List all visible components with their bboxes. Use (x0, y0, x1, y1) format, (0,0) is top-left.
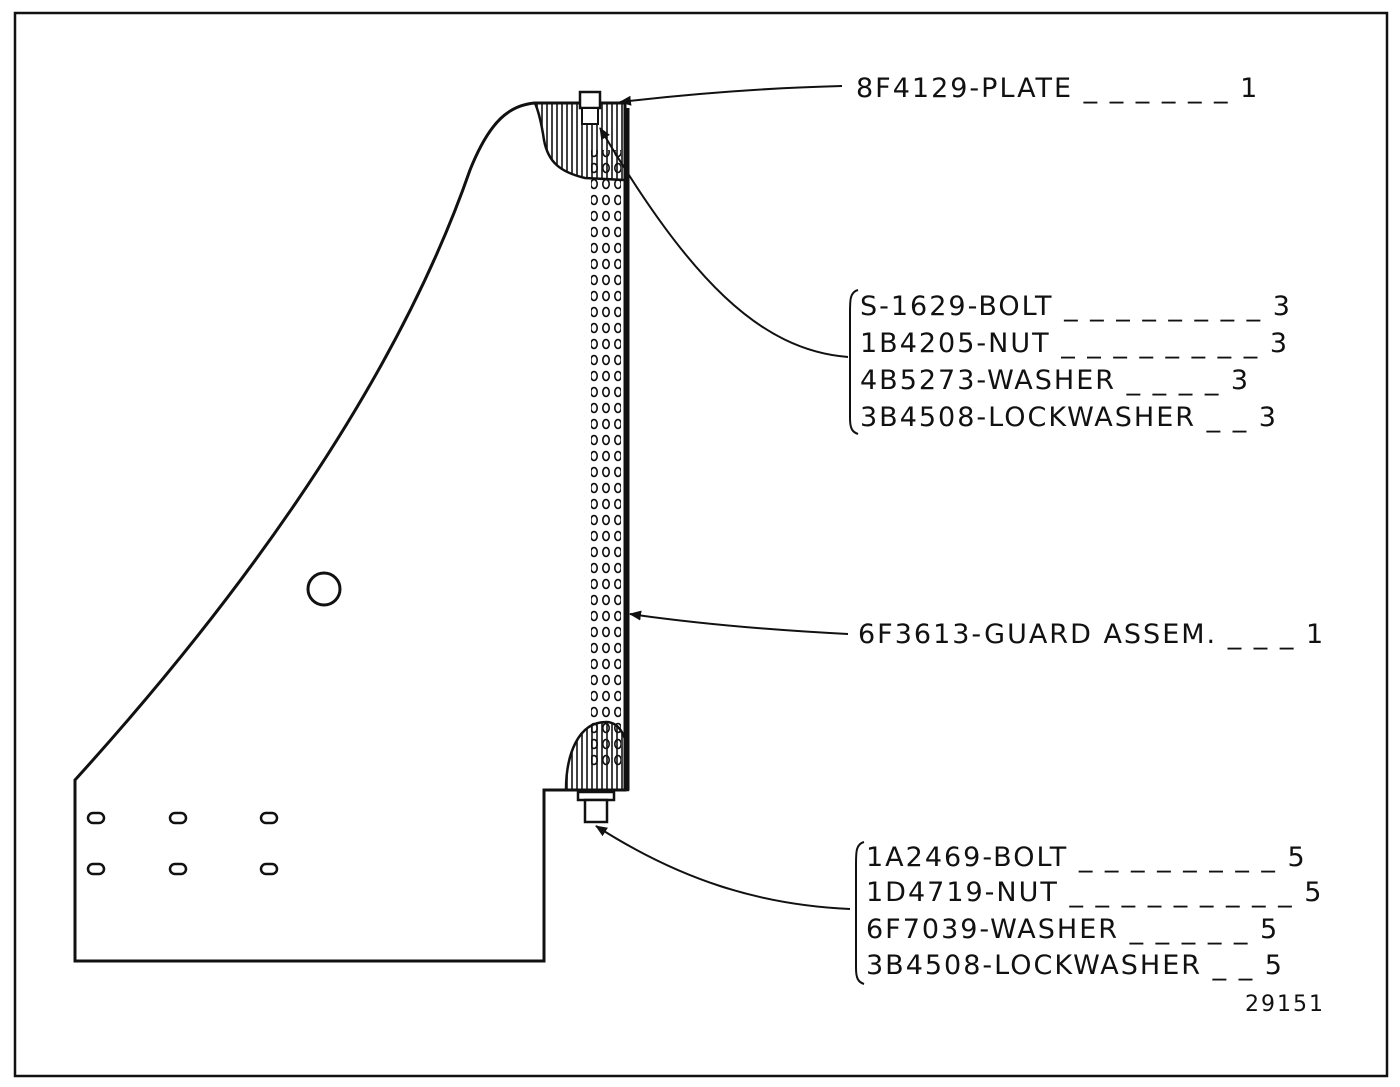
guard-label: 6F3613-GUARD ASSEM. _ _ _ 1 (858, 619, 1325, 650)
guard-perforated-panel (591, 150, 621, 770)
bottom-washer-label: 6F7039-WASHER _ _ _ _ _ 5 (866, 914, 1279, 945)
bottom-bolt-nut (583, 798, 609, 824)
leader-plate (619, 85, 843, 106)
top-lockwasher-label: 3B4508-LOCKWASHER _ _ 3 (860, 402, 1278, 433)
slot-hole (168, 811, 188, 825)
slot-hole (86, 862, 106, 876)
plate-label: 8F4129-PLATE _ _ _ _ _ _ 1 (856, 73, 1259, 104)
top-bolt-head (578, 90, 602, 110)
bracket-bottom-group (855, 841, 865, 985)
bottom-bolt-label: 1A2469-BOLT _ _ _ _ _ _ _ _ 5 (866, 842, 1307, 873)
top-bolt-label: S-1629-BOLT _ _ _ _ _ _ _ _ 3 (860, 291, 1292, 322)
bottom-nut-label: 1D4719-NUT _ _ _ _ _ _ _ _ _ 5 (866, 877, 1323, 908)
mounting-hole (306, 571, 342, 607)
leader-bottom-bolts (595, 825, 851, 910)
bracket-top-group (849, 289, 859, 435)
top-bolt-nut (581, 107, 599, 125)
leader-guard (629, 610, 849, 635)
top-nut-label: 1B4205-NUT _ _ _ _ _ _ _ _ 3 (860, 328, 1289, 359)
slot-hole (259, 811, 279, 825)
leader-top-bolts (599, 127, 849, 358)
top-washer-label: 4B5273-WASHER _ _ _ _ 3 (860, 365, 1250, 396)
slot-hole (259, 862, 279, 876)
slotted-holes (86, 811, 279, 876)
bottom-bracket-section (564, 720, 630, 792)
bottom-lockwasher-label: 3B4508-LOCKWASHER _ _ 5 (866, 950, 1284, 981)
side-sheet-outline (73, 101, 627, 963)
slot-hole (168, 862, 188, 876)
page-border (13, 11, 1389, 1078)
top-plate-section (533, 101, 627, 182)
drawing-number: 29151 (1245, 992, 1325, 1017)
slot-hole (86, 811, 106, 825)
